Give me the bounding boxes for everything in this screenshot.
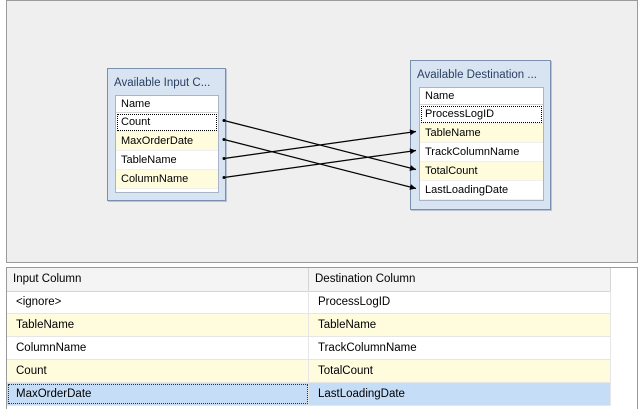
destination-column-item[interactable]: TrackColumnName: [420, 143, 543, 162]
destination-column-cell[interactable]: ProcessLogID: [309, 291, 611, 313]
input-column-cell[interactable]: Count: [7, 360, 309, 382]
destination-column-item[interactable]: ProcessLogID: [420, 105, 543, 124]
input-column-cell[interactable]: ColumnName: [7, 337, 309, 359]
destination-column-header[interactable]: Destination Column: [309, 268, 611, 291]
table-row[interactable]: Count TotalCount: [7, 360, 611, 383]
table-header: Input Column Destination Column: [7, 268, 611, 292]
destination-column-item[interactable]: LastLoadingDate: [420, 181, 543, 200]
input-columns-grid: Name Count MaxOrderDate TableName Column…: [115, 95, 219, 193]
table-row[interactable]: <ignore> ProcessLogID: [7, 291, 611, 314]
input-column-cell[interactable]: <ignore>: [7, 291, 309, 313]
destination-panel-title: Available Destination ...: [417, 69, 537, 81]
destination-column-cell[interactable]: LastLoadingDate: [309, 383, 611, 405]
input-column-item[interactable]: ColumnName: [116, 170, 218, 189]
input-column-item[interactable]: MaxOrderDate: [116, 132, 218, 151]
input-column-cell[interactable]: MaxOrderDate: [7, 383, 309, 405]
destination-columns-grid: Name ProcessLogID TableName TrackColumnN…: [419, 87, 544, 201]
input-grid-header: Name: [116, 96, 218, 113]
destination-columns-panel[interactable]: Available Destination ... Name ProcessLo…: [410, 60, 551, 210]
destination-column-cell[interactable]: TrackColumnName: [309, 337, 611, 359]
destination-column-item[interactable]: TableName: [420, 124, 543, 143]
table-row-selected[interactable]: MaxOrderDate LastLoadingDate: [7, 383, 611, 406]
input-columns-panel[interactable]: Available Input C... Name Count MaxOrder…: [107, 68, 226, 201]
input-column-header[interactable]: Input Column: [7, 268, 309, 291]
input-column-item[interactable]: Count: [116, 113, 218, 132]
destination-column-cell[interactable]: TotalCount: [309, 360, 611, 382]
table-row[interactable]: ColumnName TrackColumnName: [7, 337, 611, 360]
input-column-cell[interactable]: TableName: [7, 314, 309, 336]
destination-column-item[interactable]: TotalCount: [420, 162, 543, 181]
input-panel-title: Available Input C...: [114, 77, 211, 89]
input-column-item[interactable]: TableName: [116, 151, 218, 170]
destination-column-cell[interactable]: TableName: [309, 314, 611, 336]
table-row[interactable]: TableName TableName: [7, 314, 611, 337]
destination-grid-header: Name: [420, 88, 543, 105]
mapping-table[interactable]: Input Column Destination Column <ignore>…: [6, 267, 638, 409]
